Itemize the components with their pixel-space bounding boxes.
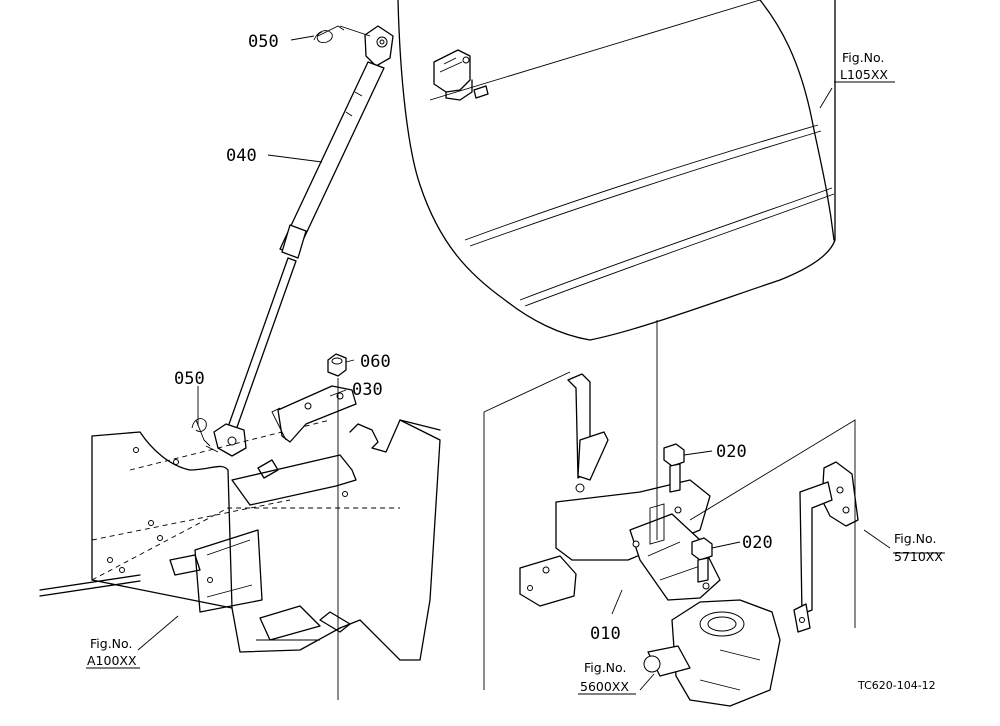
hood-hinge-bracket — [433, 49, 489, 101]
clip-pin-top — [313, 25, 345, 43]
clip-pin-left — [191, 418, 211, 447]
bolt-020-upper — [663, 443, 685, 493]
fig-ref-5600-line2: 5600XX — [580, 679, 629, 694]
pump-housing — [643, 599, 781, 707]
mount-bracket-010 — [519, 373, 721, 607]
gas-strut — [205, 25, 394, 457]
bracket-5710 — [793, 461, 859, 633]
hood-panel — [397, 0, 836, 341]
callout-040: 040 — [226, 146, 257, 166]
bolt-020-lower — [691, 537, 713, 583]
callout-010: 010 — [590, 624, 621, 644]
fig-ref-l105-line2: L105XX — [840, 67, 888, 82]
fig-ref-5710-line2: 5710XX — [894, 549, 943, 564]
nut-060 — [327, 353, 347, 377]
fig-ref-a100-line1: Fig.No. — [90, 636, 132, 651]
callout-020-lower: 020 — [742, 533, 773, 553]
frame-plate — [39, 419, 441, 661]
fig-ref-l105-line1: Fig.No. — [842, 50, 884, 65]
section-outline — [483, 371, 856, 690]
bracket-030 — [271, 385, 357, 443]
callout-020-upper: 020 — [716, 442, 747, 462]
callout-050-top: 050 — [248, 32, 279, 52]
stud — [649, 503, 665, 545]
drawing-code: TC620-104-12 — [857, 679, 936, 692]
fig-ref-5710-line1: Fig.No. — [894, 531, 936, 546]
callout-030: 030 — [352, 380, 383, 400]
callout-050-left: 050 — [174, 369, 205, 389]
leader-lines — [86, 25, 945, 695]
callout-060: 060 — [360, 352, 391, 372]
fig-ref-5600-line1: Fig.No. — [584, 660, 626, 675]
fig-ref-a100-line2: A100XX — [87, 653, 137, 668]
